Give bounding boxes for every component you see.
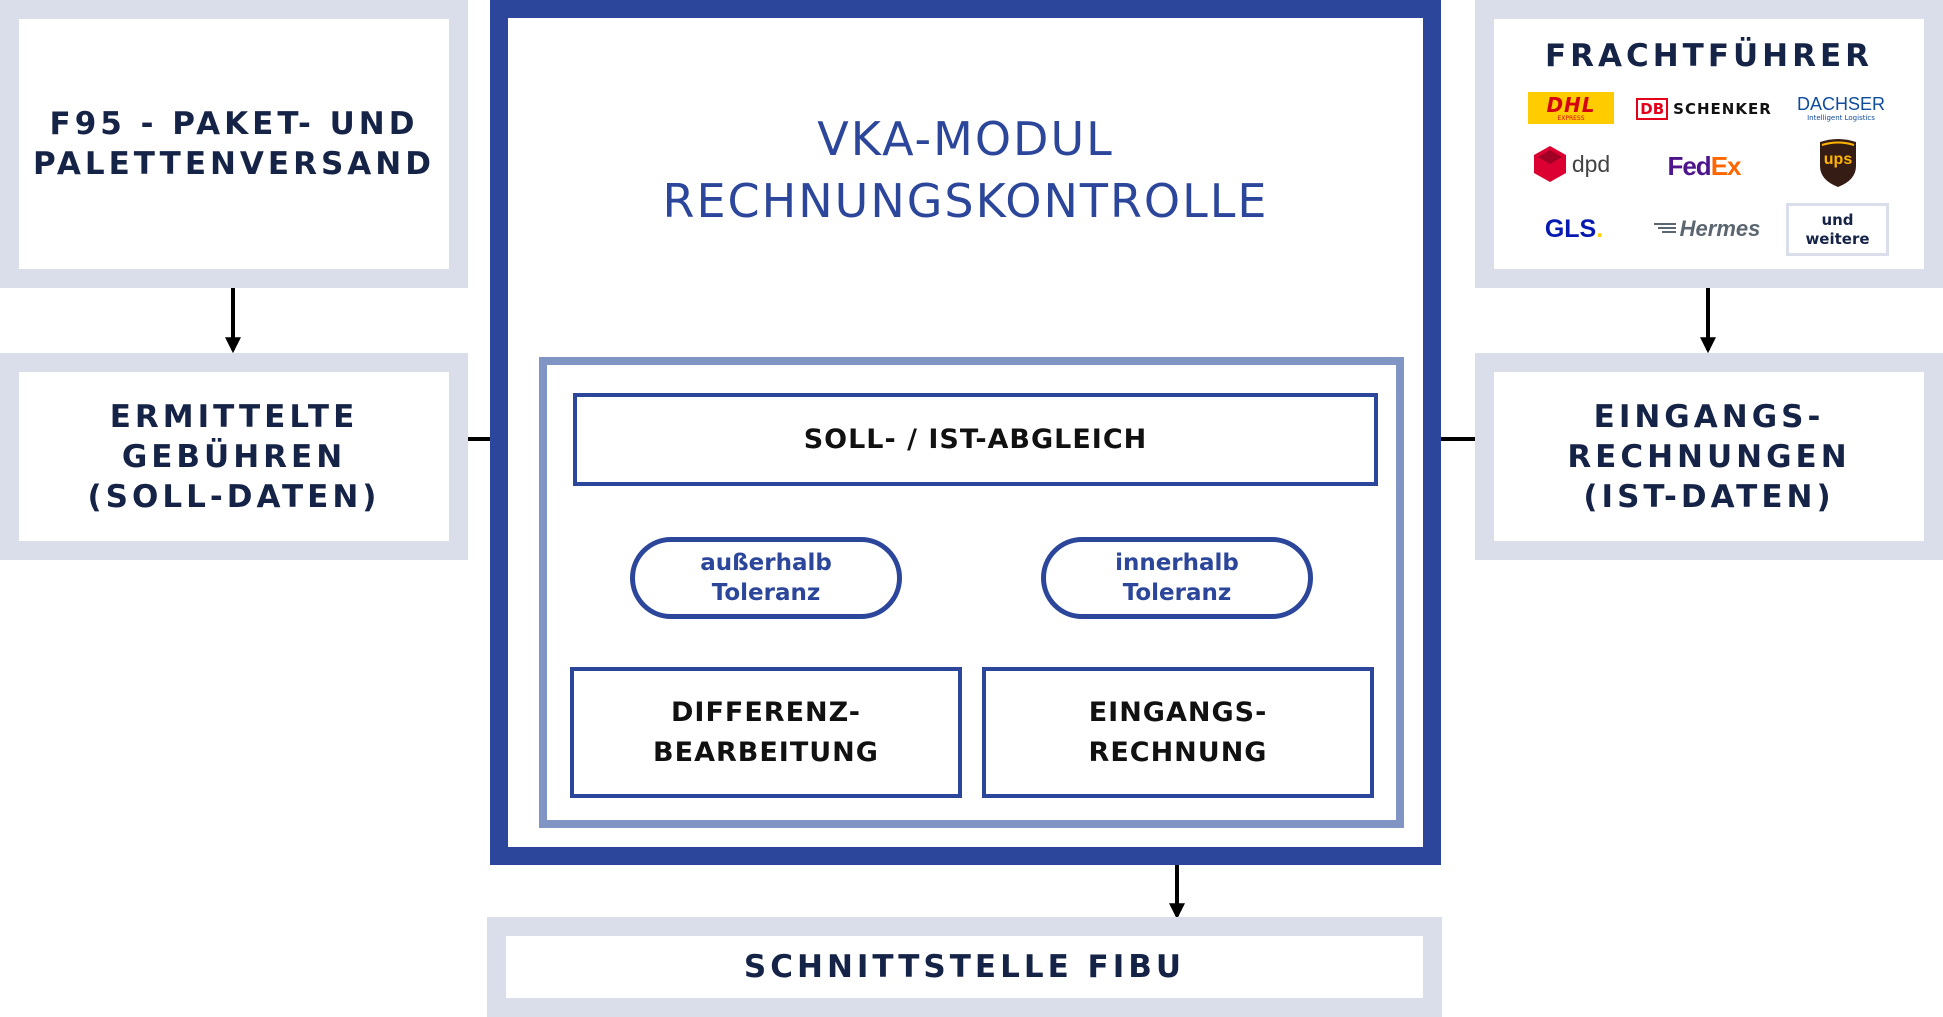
dhl-logo: DHL EXPRESS xyxy=(1528,92,1614,124)
gls-logo-dot: . xyxy=(1596,214,1604,243)
db-logo-mark: DB xyxy=(1636,98,1669,120)
inner-process-frame xyxy=(539,357,1404,828)
carriers-title: FRACHTFÜHRER xyxy=(1544,38,1874,74)
source-box-label: F95 - PAKET- UND PALETTENVERSAND xyxy=(33,106,435,182)
dachser-logo: DACHSER Intelligent Logistics xyxy=(1793,90,1889,126)
dachser-logo-sub: Intelligent Logistics xyxy=(1807,113,1875,122)
soll-data-box: ERMITTELTE GEBÜHREN (SOLL-DATEN) xyxy=(0,353,468,560)
gls-logo: GLS . xyxy=(1534,212,1614,246)
fibu-interface-label: SCHNITTSTELLE FIBU xyxy=(743,949,1186,985)
fedex-logo-ex: Ex xyxy=(1710,150,1742,181)
more-carriers-box: und weitere xyxy=(1786,203,1889,256)
ups-logo-text: ups xyxy=(1823,151,1853,168)
compare-box: SOLL- / IST-ABGLEICH xyxy=(573,393,1378,486)
incoming-invoice-box: EINGANGS- RECHNUNG xyxy=(982,667,1374,798)
ist-data-box: EINGANGS- RECHNUNGEN (IST-DATEN) xyxy=(1475,353,1943,560)
hermes-wing-icon xyxy=(1653,223,1676,233)
module-title: VKA-MODUL RECHNUNGSKONTROLLE xyxy=(662,112,1269,228)
dpd-logo: dpd xyxy=(1530,143,1614,185)
hermes-logo-text: Hermes xyxy=(1679,216,1761,241)
ups-logo: ups xyxy=(1818,138,1858,188)
dachser-logo-text: DACHSER xyxy=(1796,93,1885,114)
ist-data-label: EINGANGS- RECHNUNGEN (IST-DATEN) xyxy=(1567,398,1851,515)
schenker-logo-text: SCHENKER xyxy=(1673,100,1772,118)
dpd-cube-icon xyxy=(1533,146,1566,182)
ups-shield-icon xyxy=(1820,139,1856,187)
inside-tolerance-pill: innerhalb Toleranz xyxy=(1041,537,1313,619)
source-box: F95 - PAKET- UND PALETTENVERSAND xyxy=(0,0,468,288)
dhl-logo-sub: EXPRESS xyxy=(1557,114,1585,122)
dhl-logo-text: DHL xyxy=(1546,92,1596,117)
outside-tolerance-pill: außerhalb Toleranz xyxy=(630,537,902,619)
fedex-logo: Fed Ex xyxy=(1654,148,1754,184)
difference-box: DIFFERENZ- BEARBEITUNG xyxy=(570,667,962,798)
gls-logo-text: GLS xyxy=(1544,214,1597,243)
fibu-interface-box: SCHNITTSTELLE FIBU xyxy=(487,917,1442,1017)
db-schenker-logo: DB SCHENKER xyxy=(1636,95,1772,123)
soll-data-label: ERMITTELTE GEBÜHREN (SOLL-DATEN) xyxy=(87,398,381,515)
hermes-logo: Hermes xyxy=(1644,212,1768,246)
dpd-logo-text: dpd xyxy=(1571,150,1611,177)
fedex-logo-fed: Fed xyxy=(1667,150,1711,181)
